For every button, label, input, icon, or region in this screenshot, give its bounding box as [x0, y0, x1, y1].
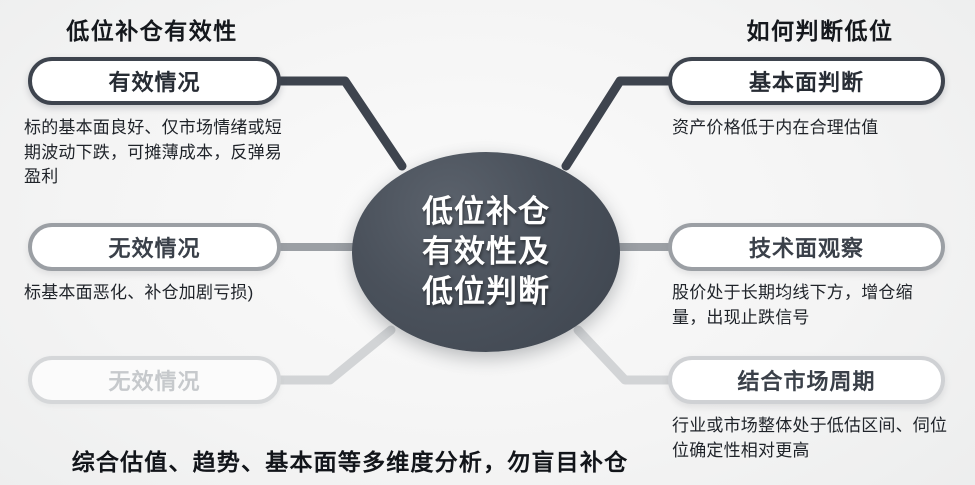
node-left-1[interactable]: 有效情况 [28, 57, 281, 105]
connector-left-bottom [276, 325, 396, 385]
right-column-header: 如何判断低位 [746, 18, 894, 44]
node-left-2-description: 标基本面恶化、补仓加剧亏损) [24, 283, 254, 302]
node-right-2[interactable]: 技术面观察 [668, 223, 945, 271]
node-left-3[interactable]: 无效情况 [28, 356, 281, 404]
node-right-3[interactable]: 结合市场周期 [668, 356, 945, 404]
connector-right-bottom [573, 325, 673, 385]
node-right-3-description: 行业或市场整体处于低估区间、伺位位确定性相对更高 [672, 416, 948, 460]
node-right-1[interactable]: 基本面判断 [668, 57, 945, 105]
node-right-2-description: 股价处于长期均线下方，增仓缩量，出现止跌信号 [672, 283, 913, 327]
node-left-2[interactable]: 无效情况 [28, 223, 281, 271]
connector-right-top [561, 76, 673, 171]
hub-title-line-1: 低位补仓 [422, 193, 550, 229]
hub-title-line-2: 有效性及 [422, 233, 550, 269]
center-hub-title: 低位补仓 有效性及 低位判断 [422, 192, 550, 313]
node-right-1-description: 资产价格低于内在合理估值 [672, 118, 879, 137]
node-left-1-description: 标的基本面良好、仅市场情绪或短期波动下跌，可摊薄成本，反弹易盈利 [24, 118, 282, 187]
footer-note: 综合估值、趋势、基本面等多维度分析，勿盲目补仓 [71, 449, 629, 475]
connector-left-top [276, 76, 407, 171]
hub-title-line-3: 低位判断 [422, 274, 550, 310]
left-column-header: 低位补仓有效性 [66, 18, 238, 44]
center-hub: 低位补仓 有效性及 低位判断 [352, 152, 620, 352]
